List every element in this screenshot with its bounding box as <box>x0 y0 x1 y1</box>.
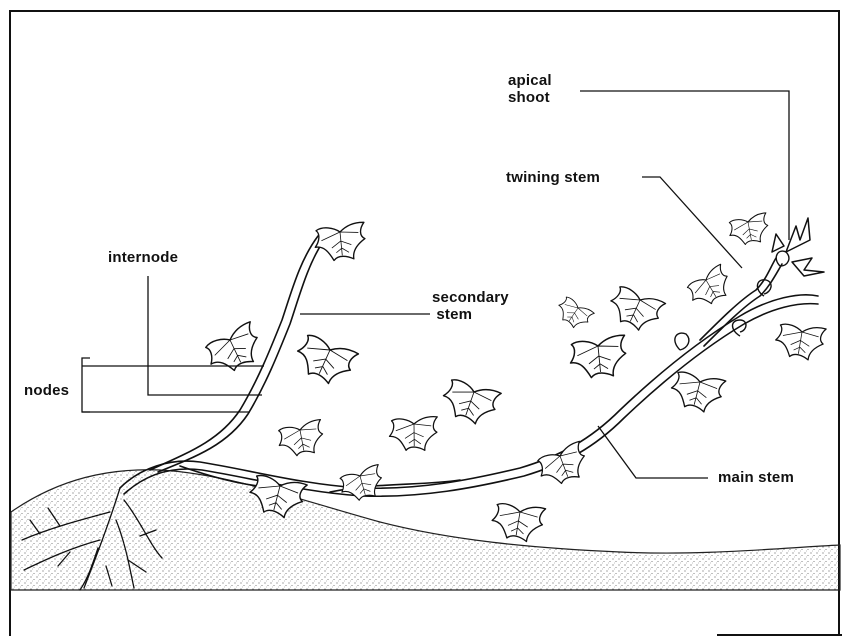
apical-shoot-label: apical shoot <box>508 72 552 106</box>
nodes-label: nodes <box>24 382 69 399</box>
twining-stem-leader <box>642 177 742 268</box>
twining-stem-label: twining stem <box>506 169 600 186</box>
main-stem-label: main stem <box>718 469 794 486</box>
leaves <box>202 212 827 543</box>
internode-label: internode <box>108 249 178 266</box>
main-stem-leader <box>598 426 708 478</box>
soil <box>11 470 840 590</box>
secondary-stem-label: secondary stem <box>432 289 509 323</box>
